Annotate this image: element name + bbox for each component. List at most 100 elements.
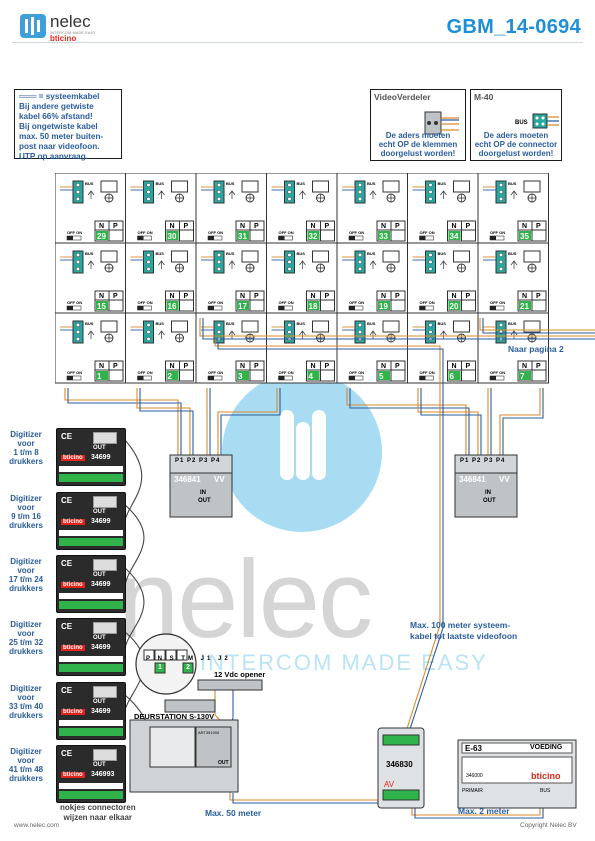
ce-mark: CE	[61, 496, 73, 505]
info-msg: doorgelust worden!	[478, 149, 554, 158]
header-divider	[12, 42, 583, 43]
bus-label: BUS	[438, 251, 447, 256]
bus-label: BUS	[85, 321, 94, 326]
voeding-title: VOEDING	[530, 744, 563, 751]
dist-right-in: IN	[485, 490, 491, 496]
digitizer-label-line: 33 t/m 40	[8, 702, 44, 711]
col-p-label: P	[113, 293, 118, 300]
digitizer-label-line: drukkers	[9, 457, 43, 466]
videophone-number: 5	[379, 372, 384, 381]
dist-left-pins: P1 P2 P3 P4	[175, 458, 220, 464]
videophone-number: 1	[97, 372, 102, 381]
digitizer-code: 34699	[91, 518, 111, 525]
videophone-number: 18	[309, 302, 318, 311]
deurstation-label: DEURSTATION S-130V	[134, 712, 215, 721]
digitizer-label-line: Digitizer	[10, 620, 42, 629]
brand-tagline: INTERCOM MADE EASY	[50, 30, 96, 35]
videophone-number: 17	[238, 302, 247, 311]
digitizer-code: 34699	[91, 644, 111, 651]
off-on-label: OFF ON	[279, 230, 294, 235]
videophone-number: 2	[168, 372, 173, 381]
info-box-m40: M-40 BUS De aders moeten echt OP de conn…	[470, 89, 562, 161]
info-title: VideoVerdeler	[374, 92, 431, 102]
note-line: max. 50 meter buiten-	[19, 132, 104, 141]
ce-mark: CE	[61, 749, 73, 758]
opener-body	[197, 679, 263, 691]
bus-label: BUS	[226, 181, 235, 186]
voeding-model: E-63	[465, 744, 482, 753]
col-p-label: P	[254, 293, 259, 300]
digitizer-code: 34699	[91, 708, 111, 715]
digitizer-label-line: voor	[17, 439, 35, 448]
ce-mark: CE	[61, 432, 73, 441]
bus-label: BUS	[367, 181, 376, 186]
bus-label: BUS	[85, 251, 94, 256]
unit-346830-code: 346830	[386, 760, 413, 769]
dist-right-pins: P1 P2 P3 P4	[460, 458, 505, 464]
digitizer-brand: bticino	[61, 455, 85, 461]
pin-label: P3	[484, 458, 494, 464]
bus-label: BUS	[508, 321, 517, 326]
document-id: GBM_14-0694	[446, 16, 581, 38]
digitizer-label-line: drukkers	[9, 584, 43, 593]
videophone-number: 4	[309, 372, 314, 381]
cable-note: ═══ = systeemkabel Bij andere getwiste k…	[14, 89, 122, 161]
digitizer-out: OUT	[93, 699, 106, 705]
videophone-number: 7	[520, 372, 525, 381]
dist-right-code: 346841	[459, 475, 486, 484]
off-on-label: OFF ON	[490, 300, 505, 305]
digitizer-label-line: 25 t/m 32	[8, 638, 44, 647]
dist-right-out: OUT	[483, 498, 496, 504]
voeding-code: 346000	[466, 773, 483, 779]
videophone-number: 29	[97, 232, 106, 241]
distributor-right	[454, 454, 518, 518]
off-on-label: OFF ON	[138, 300, 153, 305]
col-p-label: P	[325, 293, 330, 300]
pin-label: TM	[181, 656, 196, 662]
col-n-label: N	[522, 363, 527, 370]
info-title: M-40	[474, 92, 494, 102]
col-p-label: P	[113, 223, 118, 230]
col-n-label: N	[170, 363, 175, 370]
col-n-label: N	[522, 223, 527, 230]
digitizer-code: 34699	[91, 454, 111, 461]
videophone-number: 34	[450, 232, 459, 241]
opener-label: 12 Vdc opener	[214, 670, 266, 679]
pin-label: J2	[217, 656, 231, 662]
bus-label: BUS	[367, 321, 376, 326]
dist-left-mark: VV	[214, 475, 225, 484]
off-on-label: OFF ON	[349, 230, 364, 235]
naar-pagina-label: Naar pagina 2	[508, 344, 564, 354]
max2-label: Max. 2 meter	[458, 806, 510, 816]
info-msg: echt OP de connector	[474, 140, 558, 149]
digitizer-code: 346993	[91, 771, 115, 778]
off-on-label: OFF ON	[67, 230, 82, 235]
footer-website: www.nelec.com	[14, 822, 60, 829]
unit-346830-mark: AV	[384, 780, 395, 789]
dist-right-mark: VV	[499, 475, 510, 484]
bus-label: BUS	[226, 251, 235, 256]
digitizer-label-line: 9 t/m 16	[11, 512, 41, 521]
off-on-label: OFF ON	[420, 300, 435, 305]
col-n-label: N	[311, 363, 316, 370]
col-p-label: P	[536, 293, 541, 300]
videophone-number: 15	[97, 302, 106, 311]
digitizer-out: OUT	[93, 635, 106, 641]
bus-label: BUS	[297, 251, 306, 256]
off-on-label: OFF ON	[279, 370, 294, 375]
col-n-label: N	[452, 363, 457, 370]
bus-label: BUS	[226, 321, 235, 326]
pin-label: P4	[211, 458, 221, 464]
pin-label: P2	[472, 458, 482, 464]
digitizer-module: CE OUT bticino 34699	[56, 428, 126, 486]
digitizer-label-line: 17 t/m 24	[8, 575, 44, 584]
col-n-label: N	[311, 223, 316, 230]
nokjes-line: nokjes connectoren	[60, 803, 136, 812]
digitizer-brand: bticino	[61, 645, 85, 651]
